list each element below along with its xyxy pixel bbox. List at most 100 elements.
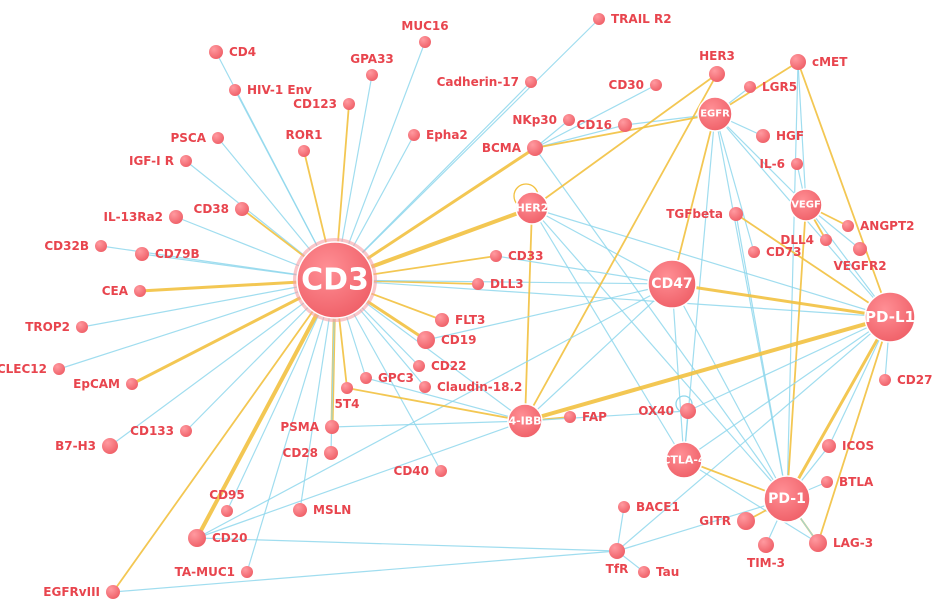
node-fap[interactable]: FAP [564,410,607,424]
node-dot [106,585,120,599]
node-cd19[interactable]: CD19 [417,331,476,349]
node-gpa33[interactable]: GPA33 [350,52,394,81]
node-cd33[interactable]: CD33 [490,249,543,263]
node-cd38[interactable]: CD38 [194,202,249,216]
node-dot [95,240,107,252]
node-dot [221,505,233,517]
node-muc16[interactable]: MUC16 [401,19,449,48]
node-hiv-1-env[interactable]: HIV-1 Env [229,83,312,97]
hub-circle [515,191,549,225]
node-label: Claudin-18.2 [437,380,522,394]
node-trail-r2[interactable]: TRAIL R2 [593,12,672,26]
node-icos[interactable]: ICOS [822,439,874,453]
node-5t4[interactable]: 5T4 [335,382,360,411]
node-tau[interactable]: Tau [638,565,679,579]
node-label: MSLN [313,503,351,517]
node-psma[interactable]: PSMA [280,420,339,434]
node-angpt2[interactable]: ANGPT2 [842,219,915,233]
node-dot [298,145,310,157]
node-cd47[interactable]: CD47 [647,259,697,309]
edge-cd3-to-trop2 [81,279,336,328]
node-dot [737,512,755,530]
node-psca[interactable]: PSCA [170,131,224,145]
hub-circle [647,259,697,309]
node-label: Epha2 [426,128,468,142]
node-dll4[interactable]: DLL4 [780,233,832,247]
node-vegfr2[interactable]: VEGFR2 [833,242,887,273]
node-dll3[interactable]: DLL3 [472,277,524,291]
edge-egfr-to-cd47 [671,113,716,285]
node-ror1[interactable]: ROR1 [285,128,323,157]
node-flt3[interactable]: FLT3 [435,313,485,327]
node-tim-3[interactable]: TIM-3 [747,537,785,570]
node-cd133[interactable]: CD133 [130,424,192,438]
node-btla[interactable]: BTLA [821,475,874,489]
edge-4-ibb-to-ox40 [524,410,689,422]
node-dot [341,382,353,394]
node-il-13ra2[interactable]: IL-13Ra2 [104,210,183,224]
node-gitr[interactable]: GITR [699,512,755,530]
node-4-ibb[interactable]: 4-IBB [507,403,543,439]
node-tgfbeta[interactable]: TGFbeta [666,207,743,221]
node-ctla-4[interactable]: CTLA-4 [662,441,706,479]
node-label: CD20 [212,531,247,545]
node-cd28[interactable]: CD28 [283,446,338,460]
node-cd40[interactable]: CD40 [394,464,447,478]
node-ox40[interactable]: OX40 [638,403,696,419]
node-cadherin-17[interactable]: Cadherin-17 [437,75,537,89]
node-igf-i-r[interactable]: IGF-I R [129,154,192,168]
node-b7-h3[interactable]: B7-H3 [55,438,118,454]
hub-circle [665,441,703,479]
node-epha2[interactable]: Epha2 [408,128,468,142]
node-gpc3[interactable]: GPC3 [360,371,414,385]
node-cd95[interactable]: CD95 [209,488,245,517]
node-cd3[interactable]: CD3 [293,238,377,322]
node-cd30[interactable]: CD30 [609,78,662,92]
node-cd79b[interactable]: CD79B [135,247,200,261]
node-tfr[interactable]: TfR [606,543,629,576]
node-label: BACE1 [636,500,680,514]
node-egfr[interactable]: EGFR [697,96,733,132]
hub-label: CTLA-4 [662,454,706,467]
node-msln[interactable]: MSLN [293,503,351,517]
node-nkp30[interactable]: NKp30 [512,113,575,127]
node-pd-l1[interactable]: PD-L1 [864,291,916,343]
node-epcam[interactable]: EpCAM [73,377,138,391]
node-cd22[interactable]: CD22 [413,359,466,373]
node-label: TfR [606,562,629,576]
node-cd4[interactable]: CD4 [209,45,256,59]
node-cd73[interactable]: CD73 [748,245,801,259]
node-ta-muc1[interactable]: TA-MUC1 [175,565,253,579]
node-bcma[interactable]: BCMA [482,140,543,156]
edge-cd3-to-muc16 [334,41,426,281]
node-cd20[interactable]: CD20 [188,529,247,547]
node-egfrviii[interactable]: EGFRvIII [43,585,120,599]
node-clec12[interactable]: CLEC12 [0,362,65,376]
hub-label: 4-IBB [508,415,541,428]
node-bace1[interactable]: BACE1 [618,500,680,514]
node-her2[interactable]: HER2 [515,191,549,225]
node-vegf[interactable]: VEGF [789,188,823,222]
node-dot [791,158,803,170]
node-cd32b[interactable]: CD32B [44,239,107,253]
node-label: NKp30 [512,113,557,127]
node-cea[interactable]: CEA [102,284,146,298]
node-label: CD28 [283,446,318,460]
node-cd27[interactable]: CD27 [879,373,932,387]
node-lgr5[interactable]: LGR5 [744,80,797,94]
node-dot [419,381,431,393]
node-pd-1[interactable]: PD-1 [763,475,811,523]
node-cd16[interactable]: CD16 [577,118,632,132]
node-dot [821,476,833,488]
node-hgf[interactable]: HGF [756,129,804,143]
node-cmet[interactable]: cMET [790,54,848,70]
hub-circle [789,188,823,222]
node-il-6[interactable]: IL-6 [760,157,803,171]
node-cd123[interactable]: CD123 [293,97,355,111]
node-her3[interactable]: HER3 [699,49,735,82]
node-claudin-18-2[interactable]: Claudin-18.2 [419,380,522,394]
node-label: CD38 [194,202,229,216]
node-dot [366,69,378,81]
node-lag-3[interactable]: LAG-3 [809,534,873,552]
node-trop2[interactable]: TROP2 [25,320,88,334]
